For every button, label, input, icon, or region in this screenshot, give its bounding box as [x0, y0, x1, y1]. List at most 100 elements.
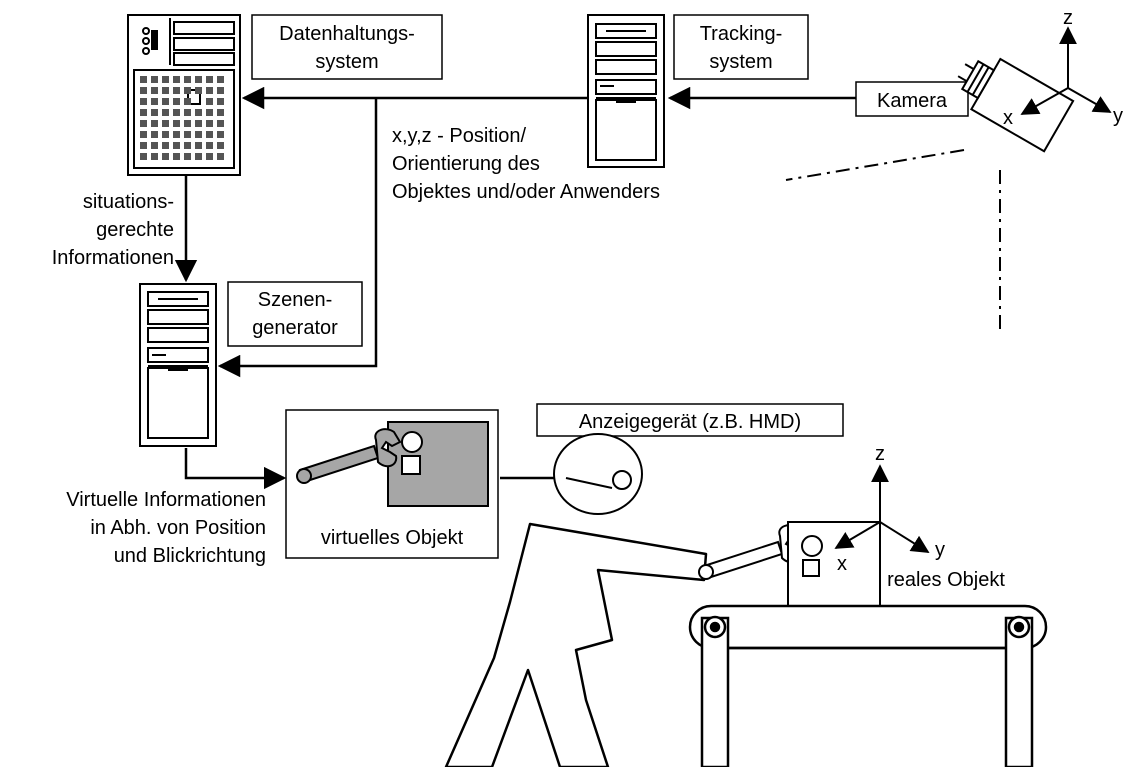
- real-object-circle: [801, 535, 823, 557]
- object-axis-z-label: z: [875, 443, 885, 465]
- server-vent-cell: [195, 120, 202, 127]
- server-vent-cell: [217, 131, 224, 138]
- kamera-label: Kamera: [877, 90, 948, 112]
- server-vent-cell: [206, 131, 213, 138]
- server-vent-cell: [140, 153, 147, 160]
- scene-generator-pc-icon: [139, 283, 217, 447]
- server-vent-cell: [162, 98, 169, 105]
- anzeige-label-box: [536, 403, 844, 437]
- server-vent-cell: [184, 120, 191, 127]
- server-vent-cell: [217, 87, 224, 94]
- conveyor-belt: [688, 604, 1048, 767]
- server-vent-cell: [162, 142, 169, 149]
- virtuelles-objekt-label: virtuelles Objekt: [321, 527, 464, 549]
- server-vent-cell: [151, 98, 158, 105]
- arrow-tracking-to-szenengenerator: [217, 98, 378, 378]
- object-axis-y-label: y: [935, 539, 945, 561]
- server-vent-cell: [217, 120, 224, 127]
- server-vent-cell: [140, 142, 147, 149]
- server-vent-cell: [173, 131, 180, 138]
- tracking-pc-icon: [587, 14, 665, 168]
- datenhaltung-label-box: [251, 14, 443, 80]
- server-vent-cell: [217, 142, 224, 149]
- server-vent-cell: [217, 153, 224, 160]
- server-vent-cell: [195, 131, 202, 138]
- server-vent-cell: [206, 87, 213, 94]
- szenen-label-line1: Szenen-: [258, 289, 333, 311]
- position-label-line2: Orientierung des: [392, 153, 540, 175]
- server-vent-cell: [217, 109, 224, 116]
- server-vent-cell: [162, 153, 169, 160]
- server-vent-cell: [162, 76, 169, 83]
- data-server-icon: [127, 14, 241, 176]
- person-figure: [444, 522, 708, 767]
- arrow-szenengenerator-to-virtual: [184, 448, 287, 490]
- server-vent-cell: [151, 87, 158, 94]
- tracking-label-line2: system: [709, 51, 772, 73]
- server-vent-cell: [140, 120, 147, 127]
- server-vent-cell: [173, 153, 180, 160]
- server-vent-cell: [184, 142, 191, 149]
- tracking-label-box: [673, 14, 809, 80]
- server-vent-cell: [184, 98, 191, 105]
- server-vent-cell: [206, 98, 213, 105]
- server-vent-cell: [206, 120, 213, 127]
- server-vent-cell: [195, 153, 202, 160]
- server-vent-cell: [184, 109, 191, 116]
- datenhaltung-label-line1: Datenhaltungs-: [279, 23, 415, 45]
- camera-axes: [1020, 26, 1112, 115]
- anzeige-label: Anzeigegerät (z.B. HMD): [579, 411, 801, 433]
- object-axes: [834, 464, 930, 553]
- virtinfo-label-line2: in Abh. von Position: [90, 517, 266, 539]
- server-vent-cell: [173, 109, 180, 116]
- hmd-display-icon: [553, 433, 643, 515]
- server-vent-cell: [206, 76, 213, 83]
- server-vent-cell: [206, 109, 213, 116]
- situation-label-line1: situations-: [83, 191, 174, 213]
- server-vent-cell: [184, 153, 191, 160]
- server-vent-cell: [184, 87, 191, 94]
- server-vent-cell: [184, 76, 191, 83]
- server-vent-cell: [195, 142, 202, 149]
- server-vent-cell: [195, 76, 202, 83]
- server-vent-cell: [162, 109, 169, 116]
- virtual-wrench-icon: [296, 428, 423, 484]
- server-vent-cell: [195, 109, 202, 116]
- camera-axis-z-label: z: [1063, 7, 1073, 29]
- server-vent-cell: [184, 131, 191, 138]
- situation-label-line3: Informationen: [52, 247, 174, 269]
- server-vent-cell: [173, 142, 180, 149]
- datenhaltung-label-line2: system: [315, 51, 378, 73]
- server-vent-cell: [206, 142, 213, 149]
- server-vent-cell: [151, 131, 158, 138]
- server-vent-cell: [140, 109, 147, 116]
- server-vent-cell: [173, 98, 180, 105]
- server-vent-cell: [151, 109, 158, 116]
- server-vent-cell: [151, 153, 158, 160]
- szenen-label-line2: generator: [252, 317, 338, 339]
- server-vent-cell: [140, 131, 147, 138]
- server-vent-cell: [162, 87, 169, 94]
- situation-label-line2: gerechte: [96, 219, 174, 241]
- kamera-label-box: [855, 81, 969, 117]
- server-vent-cell: [173, 87, 180, 94]
- server-vent-cell: [151, 120, 158, 127]
- server-vent-cell: [151, 142, 158, 149]
- camera-axis-y-label: y: [1113, 105, 1123, 127]
- position-label-line3: Objektes und/oder Anwenders: [392, 181, 660, 203]
- virtinfo-label-line3: und Blickrichtung: [114, 545, 266, 567]
- server-vent-cell: [162, 131, 169, 138]
- server-vent-cell: [151, 76, 158, 83]
- server-vent-cell: [173, 120, 180, 127]
- server-vent-cell: [140, 98, 147, 105]
- server-vent-cell: [140, 87, 147, 94]
- server-vent-cell: [162, 120, 169, 127]
- tracking-label-line1: Tracking-: [700, 23, 783, 45]
- server-vent-cell: [195, 87, 202, 94]
- szenen-label-box: [227, 281, 363, 347]
- server-vent-cell: [173, 76, 180, 83]
- object-axis-x-label: x: [837, 553, 847, 575]
- server-vent-cell: [217, 76, 224, 83]
- camera-view-lines: [785, 149, 1001, 332]
